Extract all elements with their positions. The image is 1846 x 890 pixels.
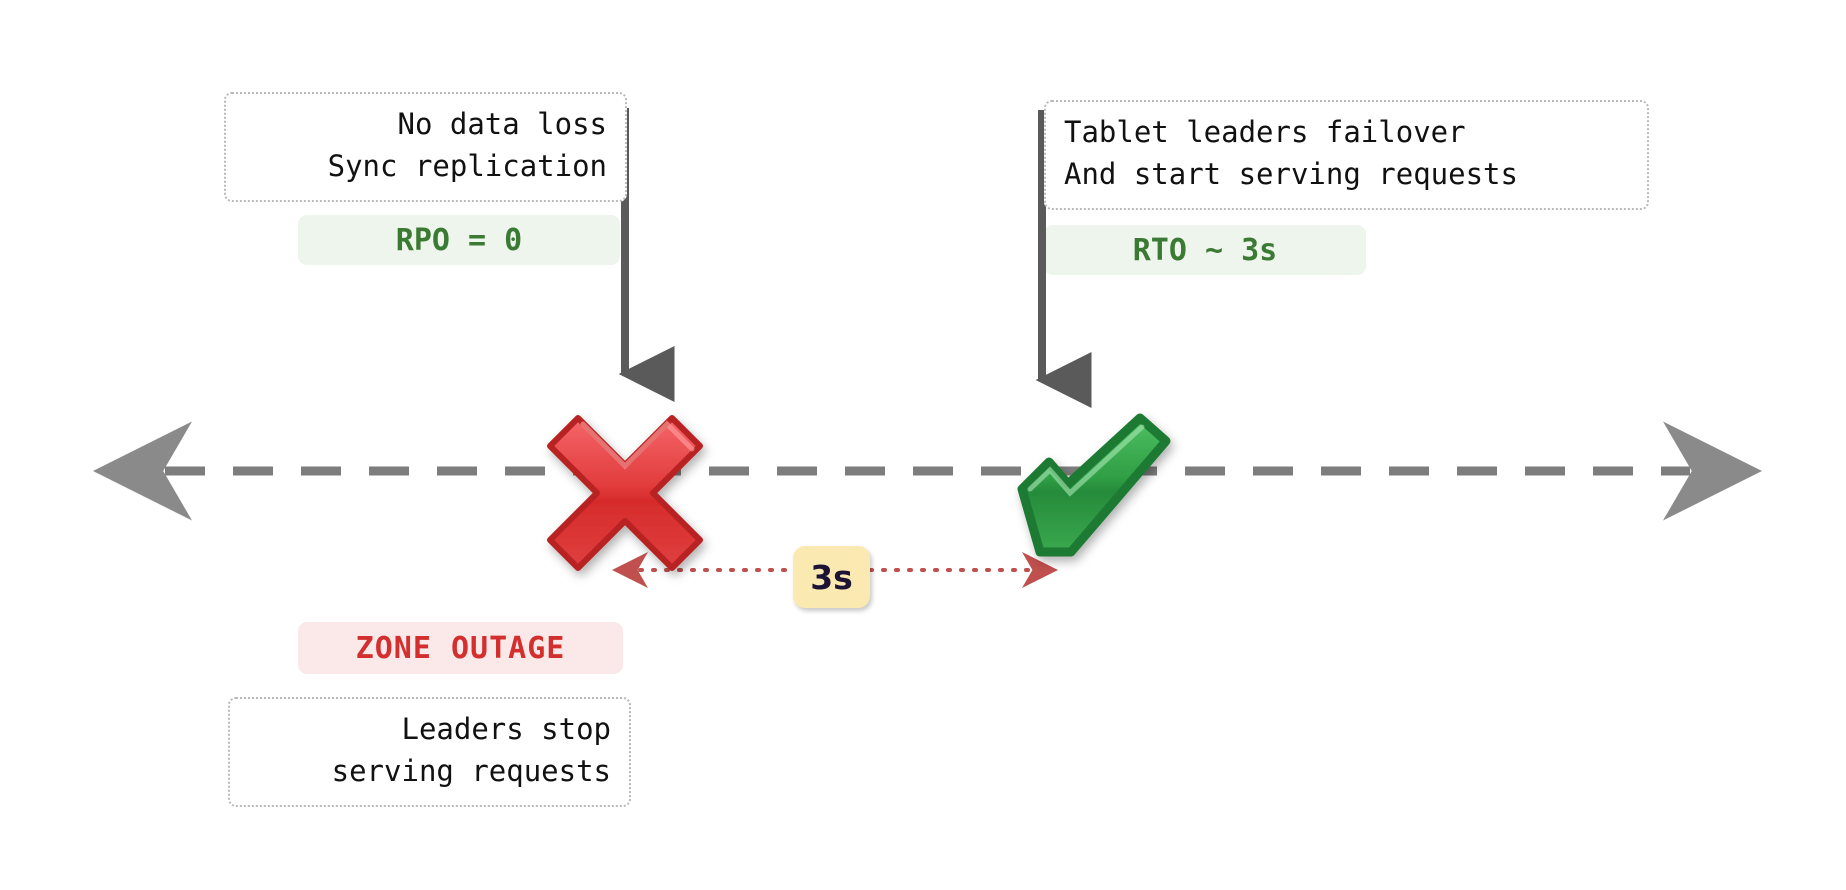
note-leaders-stop: Leaders stop serving requests	[228, 697, 631, 807]
status-badge-zone-outage: ZONE OUTAGE	[298, 622, 623, 674]
note-tablet-failover: Tablet leaders failover And start servin…	[1044, 100, 1649, 210]
metric-badge-rto: RTO ~ 3s	[1044, 225, 1366, 275]
red-cross-icon	[547, 415, 703, 571]
duration-badge-3s: 3s	[793, 546, 870, 608]
note-no-data-loss: No data loss Sync replication	[224, 92, 627, 202]
metric-badge-rpo: RPO = 0	[298, 215, 620, 265]
green-check-icon	[1017, 413, 1171, 557]
